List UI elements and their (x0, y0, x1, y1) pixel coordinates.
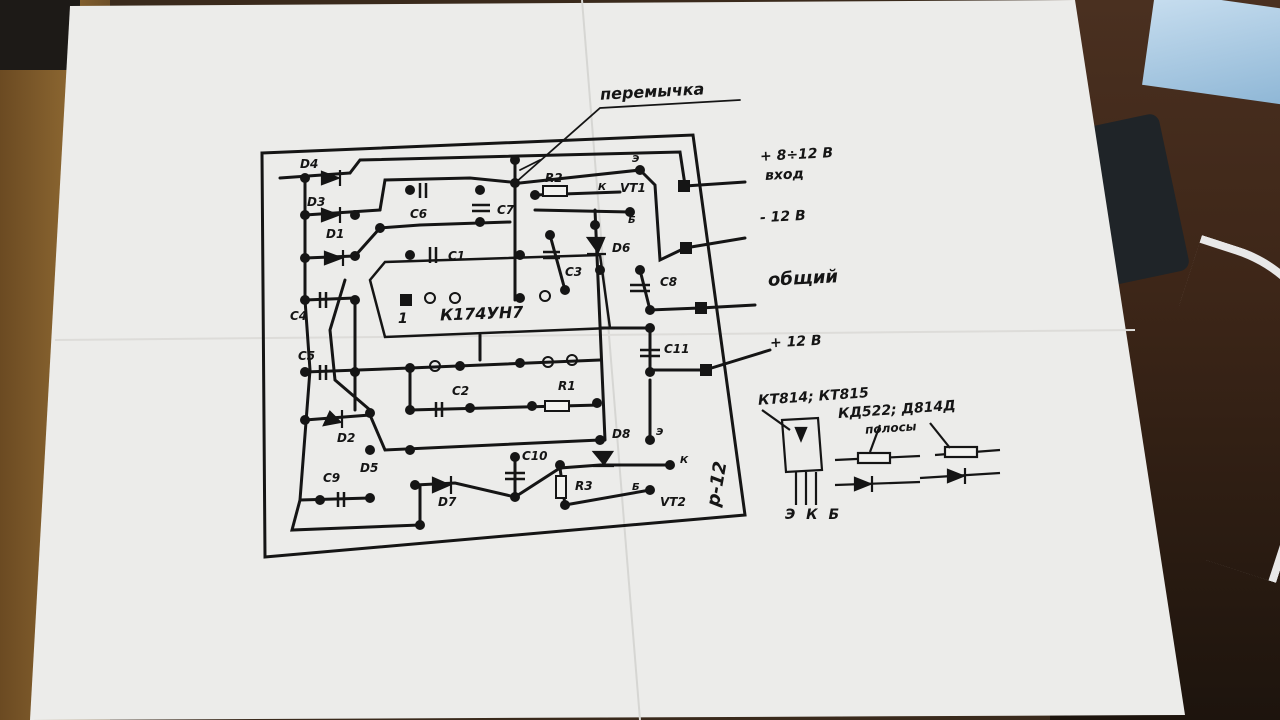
input-sub-label: вход (764, 165, 805, 185)
label-c1: C1 (448, 249, 466, 263)
dark-object-corner (0, 0, 80, 70)
board-diodes (320, 170, 615, 494)
paper-fold-horizontal (54, 329, 1136, 341)
label-d1: D1 (326, 227, 345, 241)
label-r2: R2 (545, 171, 563, 185)
label-d8: D8 (612, 427, 631, 441)
label-c11: C11 (664, 342, 690, 356)
legend-pins-label: Э К Б (785, 507, 840, 523)
legend-stripes-label: полосы (864, 419, 917, 437)
label-c3: C3 (565, 265, 583, 279)
label-vt1-e: Э (632, 154, 640, 165)
label-d5: D5 (360, 461, 379, 475)
neg12-label: - 12 В (759, 207, 807, 227)
pin1-label: 1 (398, 311, 408, 327)
board-capacitors (318, 183, 660, 507)
board-resistors (542, 185, 570, 499)
paper-fold-vertical (581, 0, 641, 720)
label-vt1-b: Б (628, 215, 636, 226)
label-r1: R1 (558, 379, 576, 393)
legend-graphics (761, 409, 1001, 505)
label-c2: C2 (452, 384, 470, 398)
label-vt2-k: К (680, 455, 689, 466)
label-c9: C9 (323, 471, 341, 485)
label-d4: D4 (300, 157, 319, 171)
chip-pins (424, 290, 578, 372)
chip-outline (368, 253, 612, 339)
input-voltage-label: + 8÷12 В (759, 145, 834, 165)
pads (300, 155, 712, 530)
label-d7: D7 (438, 495, 457, 509)
pos12-label: + 12 В (769, 332, 823, 352)
label-d3: D3 (307, 195, 326, 209)
label-vt2: VT2 (660, 495, 686, 509)
label-vt2-e: Э (656, 427, 664, 438)
label-vt1-k: К (598, 182, 607, 193)
label-c5: C5 (298, 349, 316, 363)
paper-surface (30, 0, 1185, 720)
label-c10: C10 (522, 449, 548, 463)
label-r3: R3 (575, 479, 593, 493)
label-c6: C6 (410, 207, 428, 221)
board-outline (260, 133, 747, 559)
label-vt1: VT1 (620, 181, 646, 195)
chip-label: К174УН7 (439, 302, 524, 325)
label-c8: C8 (660, 275, 678, 289)
common-label: общий (767, 266, 839, 291)
label-vt2-b: Б (632, 482, 640, 493)
label-c4: C4 (290, 309, 308, 323)
label-d2: D2 (337, 431, 356, 445)
label-c7: C7 (497, 203, 515, 217)
label-d6: D6 (612, 241, 631, 255)
